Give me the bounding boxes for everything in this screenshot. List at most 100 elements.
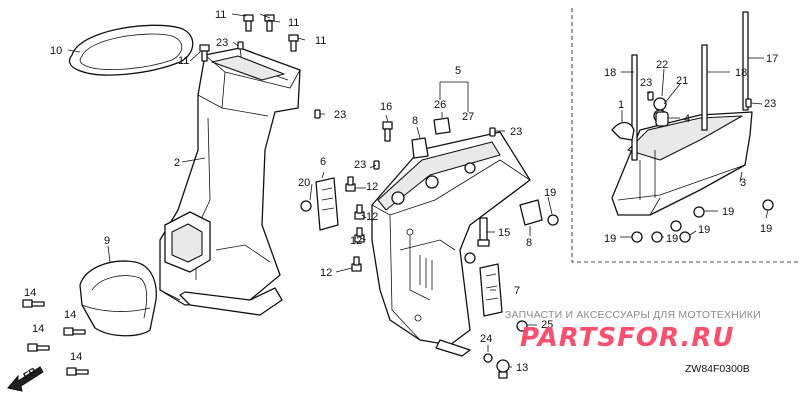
callout-8: 8 bbox=[412, 115, 418, 127]
front-direction-arrow: FR. bbox=[7, 365, 44, 392]
watermark-logo: PARTSFOR.RU bbox=[520, 323, 734, 353]
callout-19: 19 bbox=[722, 206, 734, 218]
callout-19: 19 bbox=[666, 233, 678, 245]
extension-case-upper bbox=[159, 47, 301, 316]
pin-23b bbox=[314, 109, 321, 119]
callout-13: 13 bbox=[516, 362, 528, 374]
callout-11: 11 bbox=[178, 55, 189, 67]
bolt-12d bbox=[351, 256, 362, 272]
callout-labels: 10 11 11 11 11 23 2 23 16 26 5 27 8 23 2… bbox=[24, 9, 778, 374]
nut-19b bbox=[693, 206, 705, 218]
plug-13 bbox=[496, 359, 510, 379]
inset-frame bbox=[571, 8, 800, 263]
callout-21: 21 bbox=[676, 75, 688, 87]
callout-17: 17 bbox=[766, 53, 778, 65]
callout-16: 16 bbox=[380, 101, 392, 113]
callout-4: 4 bbox=[684, 113, 690, 125]
bushing-4 bbox=[655, 111, 669, 127]
nut-19h bbox=[464, 252, 476, 264]
nut-19e bbox=[651, 231, 663, 243]
callout-26: 26 bbox=[434, 99, 446, 111]
callout-23: 23 bbox=[640, 77, 652, 89]
seal-ring-part bbox=[68, 24, 194, 76]
nut-20 bbox=[300, 200, 312, 212]
bolt-14b bbox=[27, 343, 50, 352]
nut-19d bbox=[631, 231, 643, 243]
callout-14: 14 bbox=[32, 323, 44, 335]
callout-12: 12 bbox=[366, 211, 378, 223]
callout-3: 3 bbox=[740, 177, 746, 189]
callout-18: 18 bbox=[735, 67, 747, 79]
callout-27: 27 bbox=[462, 111, 474, 123]
callout-2: 2 bbox=[174, 157, 180, 169]
bolt-11a bbox=[243, 14, 254, 32]
callout-7: 7 bbox=[514, 285, 520, 297]
pin-23e bbox=[647, 91, 654, 101]
callout-11: 11 bbox=[288, 17, 299, 29]
bolt-14c bbox=[63, 327, 86, 336]
stud-bolts bbox=[631, 11, 749, 161]
callout-14: 14 bbox=[64, 309, 76, 321]
mount-6 bbox=[315, 177, 339, 231]
callout-12: 12 bbox=[366, 181, 378, 193]
bolt-15 bbox=[477, 217, 490, 247]
washer-24 bbox=[483, 353, 493, 363]
callout-6: 6 bbox=[320, 156, 326, 168]
callout-5: 5 bbox=[455, 65, 461, 77]
callout-1: 1 bbox=[618, 99, 624, 111]
pin-23d bbox=[373, 160, 380, 170]
washer-25 bbox=[516, 320, 528, 332]
callout-8: 8 bbox=[526, 237, 532, 249]
callout-14: 14 bbox=[24, 287, 36, 299]
bolt-12b bbox=[354, 204, 365, 220]
callout-19: 19 bbox=[544, 187, 556, 199]
callout-19: 19 bbox=[698, 224, 710, 236]
callout-23: 23 bbox=[216, 37, 228, 49]
nut-19a bbox=[547, 214, 559, 226]
callout-15: 15 bbox=[498, 227, 510, 239]
lever-1 bbox=[611, 121, 635, 141]
callout-12: 12 bbox=[320, 267, 332, 279]
callout-25: 25 bbox=[541, 319, 553, 331]
block-8b bbox=[519, 199, 543, 226]
callout-12: 12 bbox=[350, 235, 362, 247]
fasteners bbox=[22, 14, 774, 379]
callout-24: 24 bbox=[480, 333, 492, 345]
callout-23: 23 bbox=[510, 126, 522, 138]
block-8a bbox=[411, 137, 429, 159]
callout-10: 10 bbox=[50, 45, 62, 57]
callout-22: 22 bbox=[656, 59, 668, 71]
callout-19: 19 bbox=[760, 223, 772, 235]
diagram-code: ZW84F0300B bbox=[685, 363, 750, 375]
callout-23: 23 bbox=[334, 109, 346, 121]
bolt-11c bbox=[288, 34, 299, 52]
callout-11: 11 bbox=[315, 35, 326, 47]
bolt-11d bbox=[199, 44, 210, 62]
nut-19c bbox=[762, 199, 774, 211]
extension-case-lower bbox=[371, 131, 531, 357]
bolt-14d bbox=[66, 367, 89, 376]
bolt-16 bbox=[382, 121, 393, 142]
callout-23: 23 bbox=[354, 159, 366, 171]
pin-23a bbox=[237, 41, 244, 50]
callout-19: 19 bbox=[604, 233, 616, 245]
bolt-12c bbox=[354, 227, 365, 243]
bolt-14a bbox=[22, 299, 45, 308]
bolt-12a bbox=[345, 176, 356, 192]
callout-14: 14 bbox=[70, 351, 82, 363]
nut-19f bbox=[679, 231, 691, 243]
watermark: ЗАПЧАСТИ И АКСЕССУАРЫ ДЛЯ МОТОТЕХНИКИ PA… bbox=[505, 309, 761, 353]
gear-case-housing bbox=[611, 111, 753, 216]
collar-26 bbox=[433, 117, 451, 135]
callout-23: 23 bbox=[764, 98, 776, 110]
callout-20: 20 bbox=[298, 177, 310, 189]
nut-19g bbox=[670, 220, 682, 232]
leader-lines bbox=[67, 13, 769, 368]
watermark-caption: ЗАПЧАСТИ И АКСЕССУАРЫ ДЛЯ МОТОТЕХНИКИ bbox=[505, 309, 761, 321]
callout-18: 18 bbox=[604, 67, 616, 79]
pin-23c bbox=[489, 127, 496, 137]
callout-9: 9 bbox=[104, 235, 110, 247]
callout-11: 11 bbox=[215, 9, 226, 21]
pin-23f bbox=[745, 98, 752, 108]
